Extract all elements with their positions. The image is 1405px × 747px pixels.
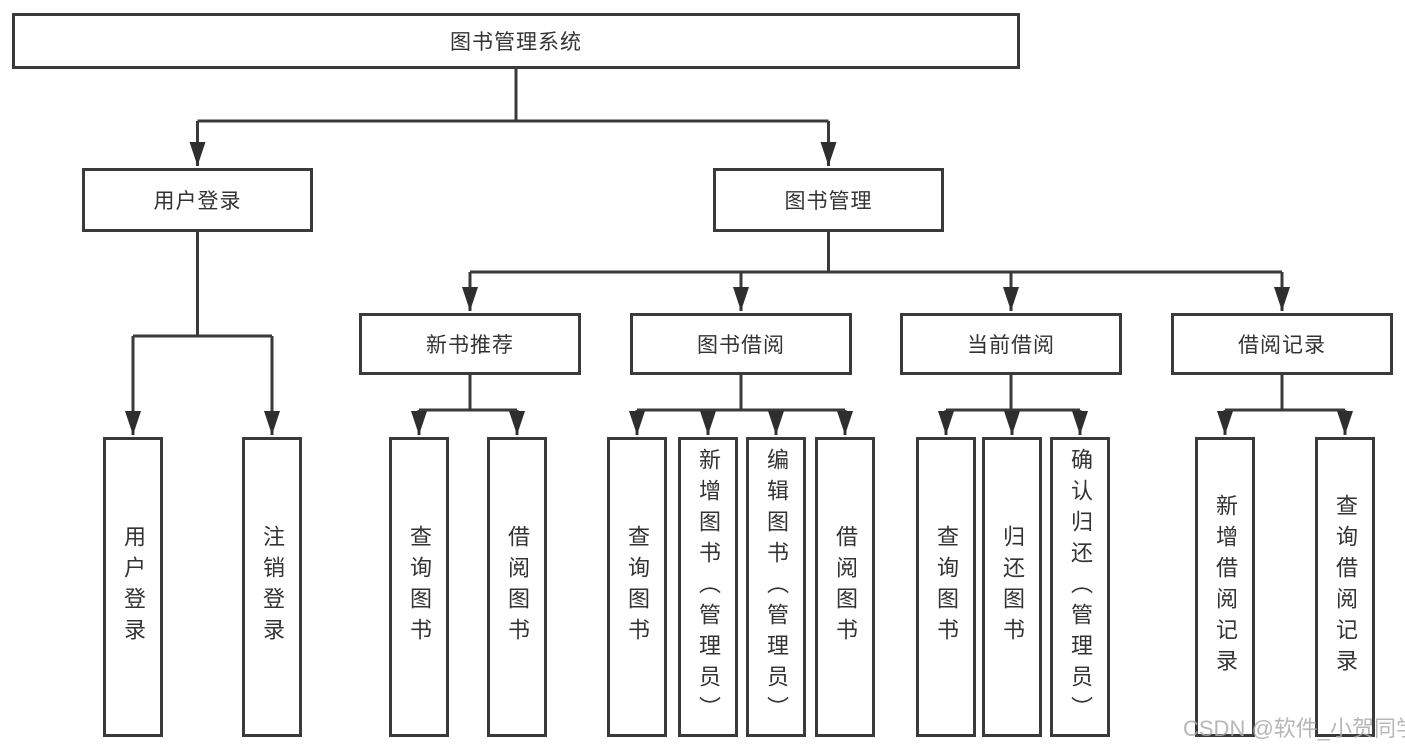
leaf-add-book-admin-label: 新增图书（管理员） [696,447,721,727]
leaf-return-book-label: 归还图书 [1000,525,1025,649]
node-new-book-recommend: 新书推荐 [359,313,581,375]
leaf-query-borrow-record: 查询借阅记录 [1315,437,1375,737]
node-user-login-label: 用户登录 [153,190,242,213]
node-borrowing-records-label: 借阅记录 [1238,334,1326,357]
leaf-query-books-borrowing: 查询图书 [607,437,667,737]
node-new-book-recommend-label: 新书推荐 [426,334,514,357]
csdn-watermark: CSDN @软件_小贺同学 [1183,716,1405,741]
leaf-confirm-return-admin-label: 确认归还（管理员） [1068,447,1093,727]
leaf-query-books-recommend: 查询图书 [389,437,449,737]
leaf-user-login-label: 用户登录 [121,525,146,649]
node-book-management-label: 图书管理 [784,190,873,213]
leaf-logout-label: 注销登录 [260,525,285,649]
leaf-query-books-current-label: 查询图书 [934,525,959,649]
node-current-borrowing-label: 当前借阅 [967,334,1055,357]
leaf-borrow-books-recommend-label: 借阅图书 [505,525,530,649]
node-book-borrowing: 图书借阅 [630,313,852,375]
node-book-borrowing-label: 图书借阅 [697,334,785,357]
leaf-user-login: 用户登录 [103,437,163,737]
leaf-query-books-borrowing-label: 查询图书 [625,525,650,649]
leaf-add-borrow-record-label: 新增借阅记录 [1213,494,1238,680]
leaf-borrow-books-recommend: 借阅图书 [487,437,547,737]
leaf-borrow-books-borrowing-label: 借阅图书 [833,525,858,649]
node-user-login: 用户登录 [82,168,313,232]
node-book-management: 图书管理 [713,168,944,232]
node-root: 图书管理系统 [12,13,1020,69]
node-borrowing-records: 借阅记录 [1171,313,1393,375]
leaf-add-borrow-record: 新增借阅记录 [1195,437,1255,737]
leaf-query-books-recommend-label: 查询图书 [407,525,432,649]
leaf-edit-book-admin-label: 编辑图书（管理员） [764,447,789,727]
leaf-return-book: 归还图书 [982,437,1042,737]
leaf-borrow-books-borrowing: 借阅图书 [815,437,875,737]
node-current-borrowing: 当前借阅 [900,313,1122,375]
leaf-query-books-current: 查询图书 [916,437,976,737]
node-root-label: 图书管理系统 [450,31,582,54]
leaf-confirm-return-admin: 确认归还（管理员） [1050,437,1110,737]
leaf-edit-book-admin: 编辑图书（管理员） [746,437,806,737]
leaf-add-book-admin: 新增图书（管理员） [678,437,738,737]
leaf-logout: 注销登录 [242,437,302,737]
leaf-query-borrow-record-label: 查询借阅记录 [1333,494,1358,680]
